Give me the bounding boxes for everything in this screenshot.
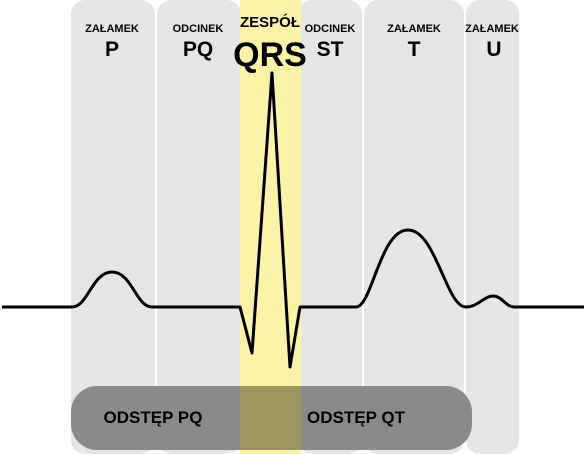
ecg-trace: [2, 71, 584, 369]
label-u-main: U: [486, 38, 501, 61]
label-t-main: T: [408, 38, 421, 61]
label-p-top: ZAŁAMEK: [85, 23, 139, 35]
band-u: [466, 0, 519, 454]
label-u-top: ZAŁAMEK: [465, 23, 519, 35]
label-st-main: ST: [317, 38, 344, 61]
label-interval-pq: ODSTĘP PQ: [104, 408, 203, 427]
label-st-top: ODCINEK: [305, 23, 356, 35]
label-qrs-top: ZESPÓŁ: [240, 13, 300, 31]
label-t-top: ZAŁAMEK: [387, 23, 441, 35]
band-t: [364, 0, 464, 454]
label-pq-main: PQ: [183, 38, 213, 61]
interval-qt-left-cap: [240, 386, 266, 450]
label-p-main: P: [105, 38, 119, 61]
band-pq: [157, 0, 241, 454]
label-qrs-main: QRS: [233, 36, 307, 74]
band-st: [298, 0, 362, 454]
label-pq-top: ODCINEK: [173, 23, 224, 35]
label-interval-qt: ODSTĘP QT: [307, 408, 406, 427]
band-p: [71, 0, 155, 454]
